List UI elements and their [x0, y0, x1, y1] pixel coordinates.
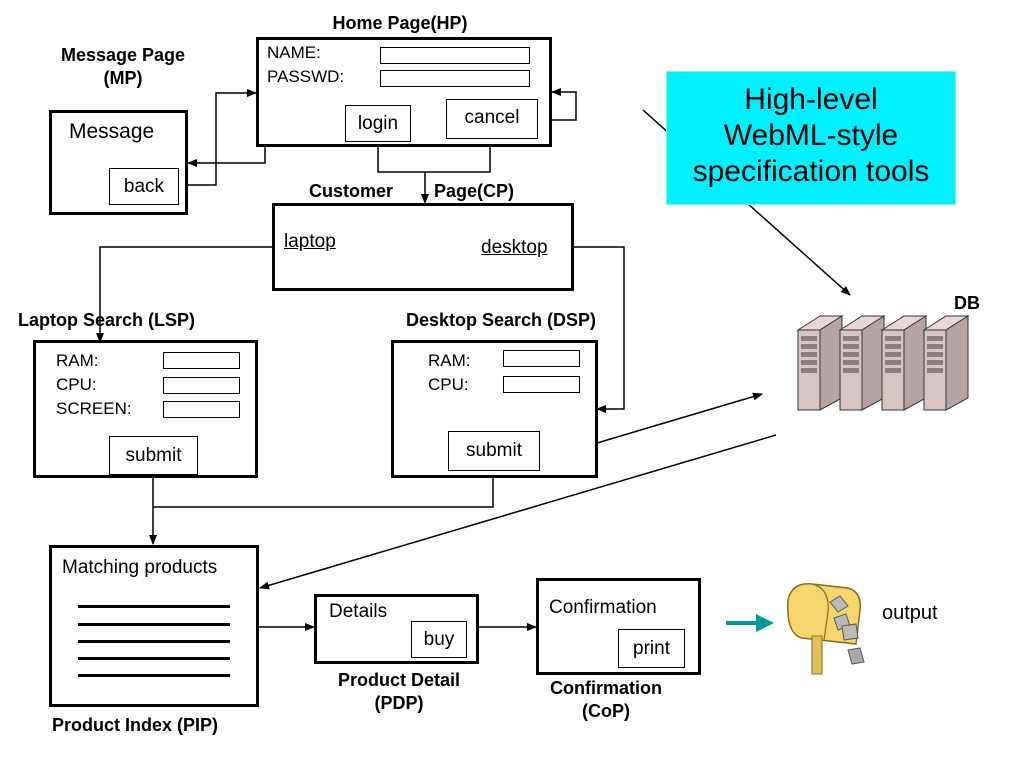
confirmation-text: Confirmation: [549, 597, 657, 618]
product-detail-title-line1: Product Detail: [337, 670, 461, 690]
back-to-home-arrow: [178, 89, 257, 186]
laptop-to-lsp-arrow: [96, 246, 272, 343]
lsp-ram-field[interactable]: [163, 352, 240, 369]
message-text: Message: [69, 120, 155, 143]
message-page-title-line1: Message Page: [60, 45, 186, 65]
laptop-search-box: RAM: CPU: SCREEN: submit: [33, 340, 258, 478]
login-cancel-to-customer-arrow: [377, 143, 491, 173]
lsp-screen-field[interactable]: [163, 401, 240, 418]
product-list-line: [78, 657, 230, 660]
matching-products-text: Matching products: [62, 557, 218, 578]
output-arrow-icon: [726, 614, 774, 632]
details-text: Details: [329, 601, 388, 622]
product-detail-box: Details buy: [314, 594, 479, 664]
db-to-pip-arrow: [259, 434, 777, 590]
lsp-ram-label: RAM:: [56, 351, 99, 370]
desktop-link[interactable]: desktop: [481, 237, 548, 258]
dsp-db-arrow: [596, 392, 763, 444]
name-field[interactable]: [380, 47, 530, 64]
passwd-field[interactable]: [380, 70, 530, 87]
desktop-search-title: Desktop Search (DSP): [406, 310, 597, 330]
confirmation-box: Confirmation print: [536, 578, 701, 675]
desktop-to-dsp-arrow: [573, 246, 625, 413]
product-detail-title-line2: (PDP): [374, 692, 424, 713]
product-index-title: Product Index (PIP): [52, 715, 219, 735]
customer-page-title-left: Customer: [309, 181, 394, 201]
back-button[interactable]: back: [109, 168, 179, 205]
home-page-title: Home Page(HP): [332, 13, 468, 33]
message-page-title-line2: (MP): [103, 67, 143, 88]
callout-box: High-level WebML-style specification too…: [666, 71, 956, 205]
confirmation-title-line1: Confirmation: [550, 678, 662, 698]
product-list-line: [78, 605, 230, 608]
message-page-title: Message Page (MP): [30, 44, 216, 89]
callout-line3: specification tools: [692, 155, 930, 188]
login-button[interactable]: login: [345, 105, 411, 142]
dsp-ram-label: RAM:: [428, 351, 471, 370]
dsp-cpu-field[interactable]: [503, 376, 580, 393]
product-list-line: [78, 623, 230, 626]
dsp-submit-to-pip-line: [153, 469, 494, 508]
customer-page-box: laptop desktop: [272, 203, 574, 291]
product-list-line: [78, 640, 230, 643]
cancel-button[interactable]: cancel: [446, 99, 538, 139]
lsp-submit-button[interactable]: submit: [109, 436, 198, 475]
home-page-box: NAME: PASSWD: login cancel: [256, 37, 552, 147]
lsp-cpu-field[interactable]: [163, 377, 240, 394]
passwd-label: PASSWD:: [267, 67, 345, 86]
server-stack-icon: [790, 312, 980, 412]
dsp-submit-button[interactable]: submit: [448, 431, 540, 471]
lsp-screen-label: SCREEN:: [56, 399, 132, 418]
customer-page-title-right: Page(CP): [434, 181, 515, 201]
db-label: DB: [954, 293, 980, 313]
product-list-line: [78, 674, 230, 677]
callout-line1: High-level: [744, 83, 878, 116]
dsp-ram-field[interactable]: [503, 350, 580, 367]
confirmation-title-line2: (CoP): [582, 700, 630, 721]
buy-button[interactable]: buy: [411, 621, 467, 658]
product-index-box: Matching products: [49, 545, 259, 707]
output-label: output: [882, 602, 938, 624]
cancel-self-loop-arrow: [536, 88, 577, 121]
name-label: NAME:: [267, 43, 321, 62]
dsp-cpu-label: CPU:: [428, 375, 469, 394]
laptop-link[interactable]: laptop: [284, 231, 336, 252]
message-page-box: Message back: [49, 110, 188, 215]
product-detail-title: Product Detail (PDP): [300, 669, 498, 714]
print-button[interactable]: print: [618, 629, 685, 668]
callout-line2: WebML-style: [723, 119, 899, 152]
desktop-search-box: RAM: CPU: submit: [391, 340, 598, 478]
laptop-search-title: Laptop Search (LSP): [18, 310, 196, 330]
lsp-cpu-label: CPU:: [56, 375, 97, 394]
confirmation-title: Confirmation (CoP): [520, 677, 692, 722]
mailbox-icon: [782, 578, 882, 678]
